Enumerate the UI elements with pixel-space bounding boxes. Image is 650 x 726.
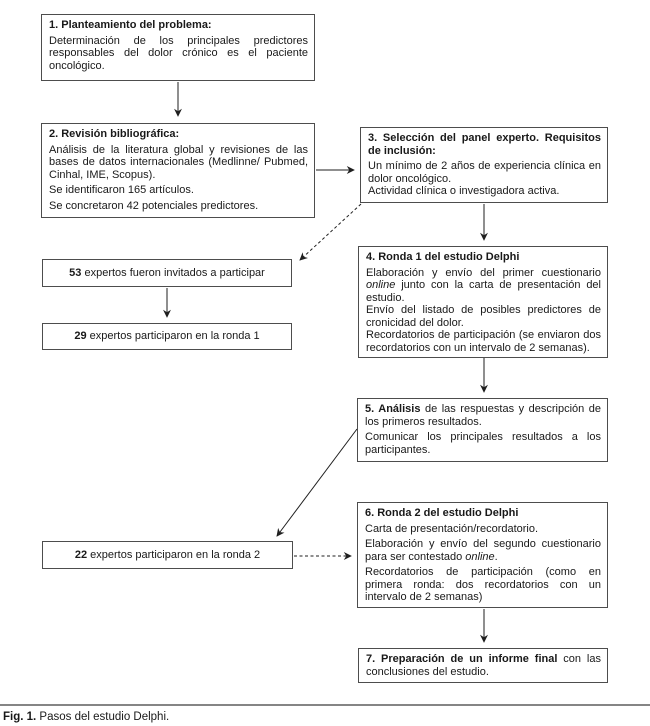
experts-invited-label: 53 expertos fueron invitados a participa… — [69, 267, 265, 280]
round2-participants-count: 22 — [74, 548, 88, 561]
flow-box-experts-invited: 53 expertos fueron invitados a participa… — [42, 259, 292, 287]
step2-paragraph-1: Análisis de la literatura global y revis… — [49, 143, 308, 181]
flow-box-step2: 2. Revisión bibliográfica: Análisis de l… — [41, 123, 315, 218]
step5-paragraph-1: 5. Análisis de las respuestas y descripc… — [365, 403, 601, 428]
step6-paragraph-3: Recordatorios de participación (como en … — [365, 566, 601, 603]
experts-invited-count: 53 — [69, 266, 82, 279]
round2-participants-text: expertos participaron en la ronda 2 — [87, 548, 261, 561]
round1-participants-text: expertos participaron en la ronda 1 — [86, 330, 260, 343]
step5-paragraph-2: Comunicar los principales resultados a l… — [365, 431, 601, 456]
step3-title: 3. Selección del panel experto. Requisit… — [368, 132, 601, 157]
caption-separator-line — [0, 704, 650, 706]
step5-p1-bold: 5. Análisis — [365, 403, 421, 415]
flow-box-step1: 1. Planteamiento del problema: Determina… — [41, 14, 315, 81]
step4-paragraph-1: Elaboración y envío del primer cuestiona… — [366, 267, 601, 305]
flow-box-step5: 5. Análisis de las respuestas y descripc… — [357, 398, 608, 462]
step4-title: 4. Ronda 1 del estudio Delphi — [366, 251, 520, 263]
round1-participants-count: 29 — [74, 330, 87, 343]
step6-paragraph-2: Elaboración y envío del segundo cuestion… — [365, 538, 601, 563]
step4-p1-post: junto con la carta de presentación del e… — [366, 279, 601, 304]
flow-box-step6: 6. Ronda 2 del estudio Delphi Carta de p… — [357, 502, 608, 608]
step3-paragraph-1: Un mínimo de 2 años de experiencia clíni… — [368, 160, 601, 185]
step7-title-bold: 7. Preparación de un informe final — [366, 653, 558, 665]
step1-title: 1. Planteamiento del problema: — [49, 19, 212, 31]
step6-p2-pre: Elaboración y envío del segundo cuestion… — [365, 538, 601, 563]
step2-title: 2. Revisión bibliográfica: — [49, 128, 180, 140]
step4-paragraph-3: Recordatorios de participación (se envia… — [366, 329, 601, 354]
step6-p2-online: online — [465, 550, 495, 563]
step4-paragraph-2: Envío del listado de posibles predictore… — [366, 304, 601, 329]
step6-p2-post: . — [494, 550, 498, 563]
step3-paragraph-2: Actividad clínica o investigadora activa… — [368, 185, 560, 197]
step4-p1-pre: Elaboración y envío del primer cuestiona… — [366, 266, 601, 279]
step2-paragraph-2: Se identificaron 165 artículos. — [49, 184, 194, 196]
arrow-step5-to-round2 — [276, 428, 358, 537]
figure-caption-text: Pasos del estudio Delphi. — [36, 711, 170, 723]
round1-participants-label: 29 expertos participaron en la ronda 1 — [74, 330, 259, 343]
figure-caption: Fig. 1. Pasos del estudio Delphi. — [3, 710, 169, 724]
step7-body: 7. Preparación de un informe final con l… — [366, 653, 601, 678]
flow-box-step3: 3. Selección del panel experto. Requisit… — [360, 127, 608, 203]
flow-box-step4: 4. Ronda 1 del estudio Delphi Elaboració… — [358, 246, 608, 358]
flow-box-round1-participants: 29 expertos participaron en la ronda 1 — [42, 323, 292, 350]
round2-participants-label: 22 expertos participaron en la ronda 2 — [75, 549, 260, 562]
step6-paragraph-1: Carta de presentación/recordatorio. — [365, 522, 539, 535]
step7-rest: con las conclusiones del estudio. — [366, 653, 601, 678]
step5-p1-rest: de las respuestas y descripción de los p… — [365, 403, 601, 428]
flow-box-round2-participants: 22 expertos participaron en la ronda 2 — [42, 541, 293, 569]
step1-body: Determinación de los principales predict… — [49, 34, 308, 72]
step2-paragraph-3: Se concretaron 42 potenciales predictore… — [49, 199, 259, 212]
experts-invited-text: expertos fueron invitados a participar — [81, 266, 265, 279]
step6-title: 6. Ronda 2 del estudio Delphi — [365, 507, 519, 519]
figure-caption-label: Fig. 1. — [3, 711, 37, 723]
flow-box-step7: 7. Preparación de un informe final con l… — [358, 648, 608, 683]
step4-p1-online: online — [366, 279, 396, 291]
